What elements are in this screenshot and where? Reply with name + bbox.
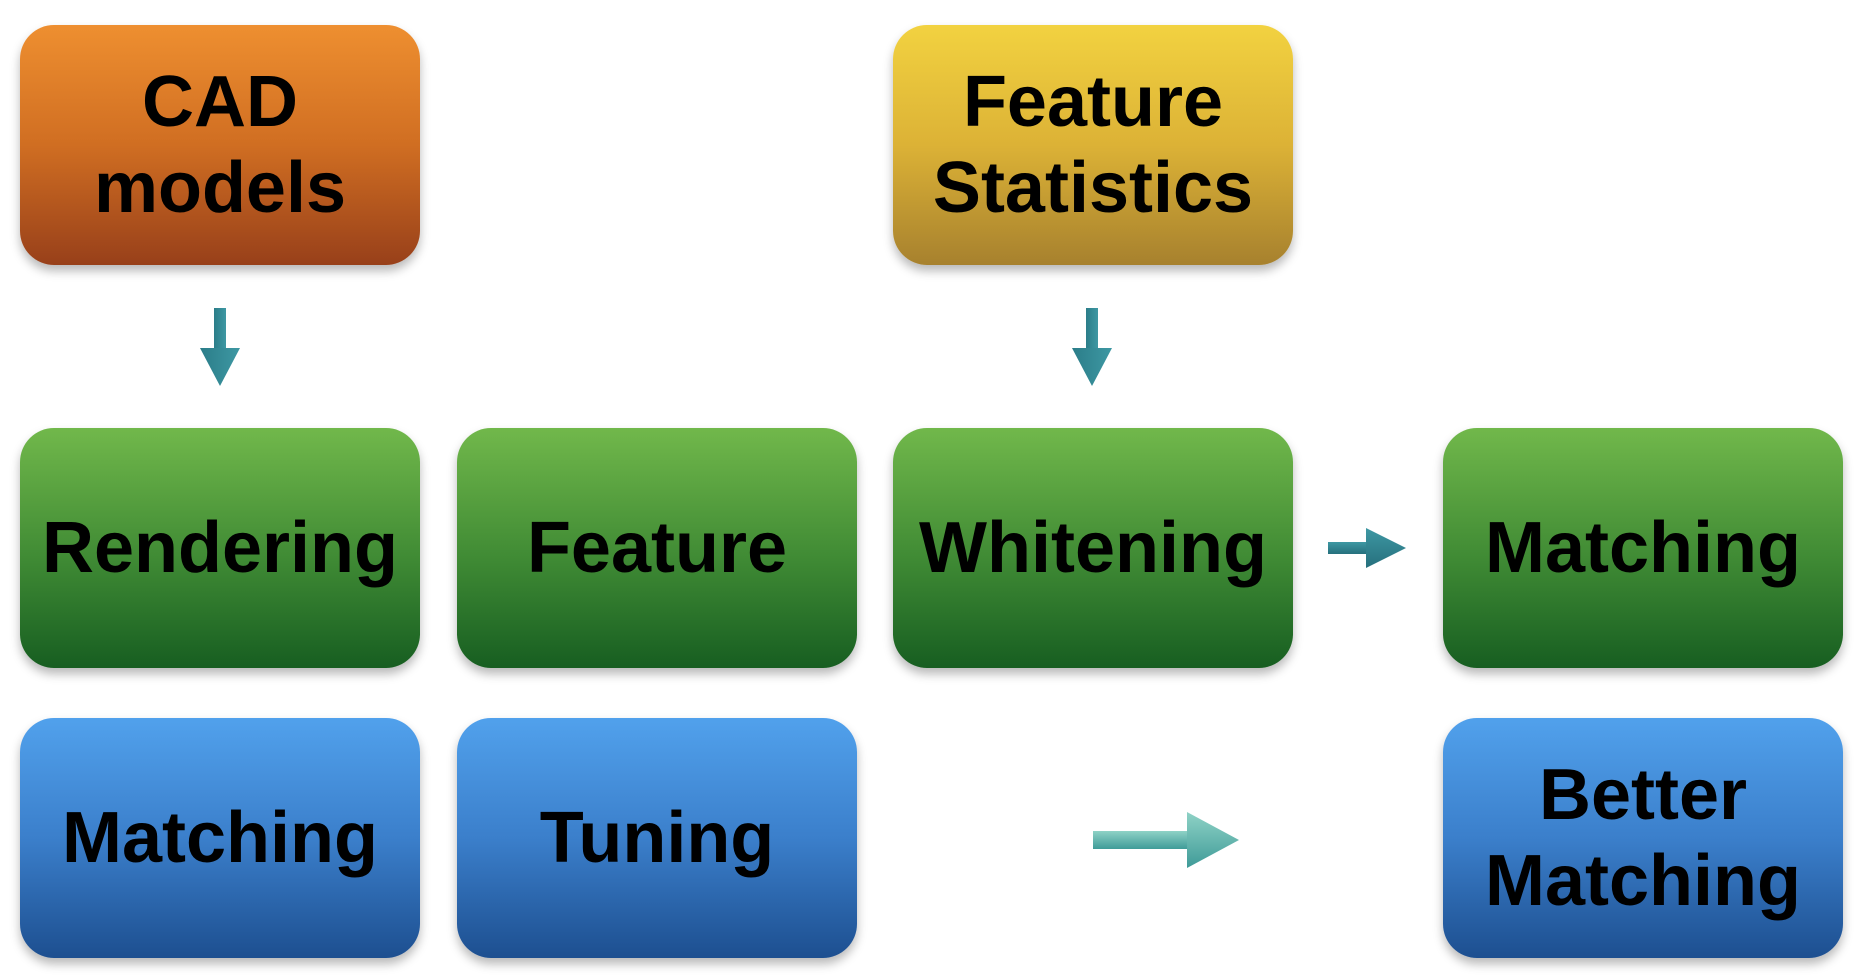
better-matching-label: Better Matching [1485, 755, 1801, 921]
feature-statistics-label: Feature Statistics [932, 62, 1254, 228]
cad-models-label: CAD models [93, 62, 347, 228]
matching-node: Matching [1443, 428, 1843, 668]
rendering-node: Rendering [20, 428, 420, 668]
tuning-label: Tuning [539, 798, 775, 878]
feature-node: Feature [457, 428, 857, 668]
feature-statistics-node: Feature Statistics [893, 25, 1293, 265]
arrow-right-tuning-to-better-matching [1093, 812, 1239, 868]
better-matching-node: Better Matching [1443, 718, 1843, 958]
matching-label: Matching [1485, 508, 1801, 588]
whitening-node: Whitening [893, 428, 1293, 668]
arrow-down-cad-to-rendering [200, 308, 240, 386]
arrow-down-stats-to-whitening [1072, 308, 1112, 386]
matching-bottom-node: Matching [20, 718, 420, 958]
whitening-label: Whitening [919, 508, 1267, 588]
feature-label: Feature [526, 508, 788, 588]
matching-bottom-label: Matching [62, 798, 378, 878]
rendering-label: Rendering [41, 508, 399, 588]
arrow-right-whitening-to-matching [1328, 528, 1406, 568]
cad-models-node: CAD models [20, 25, 420, 265]
tuning-node: Tuning [457, 718, 857, 958]
